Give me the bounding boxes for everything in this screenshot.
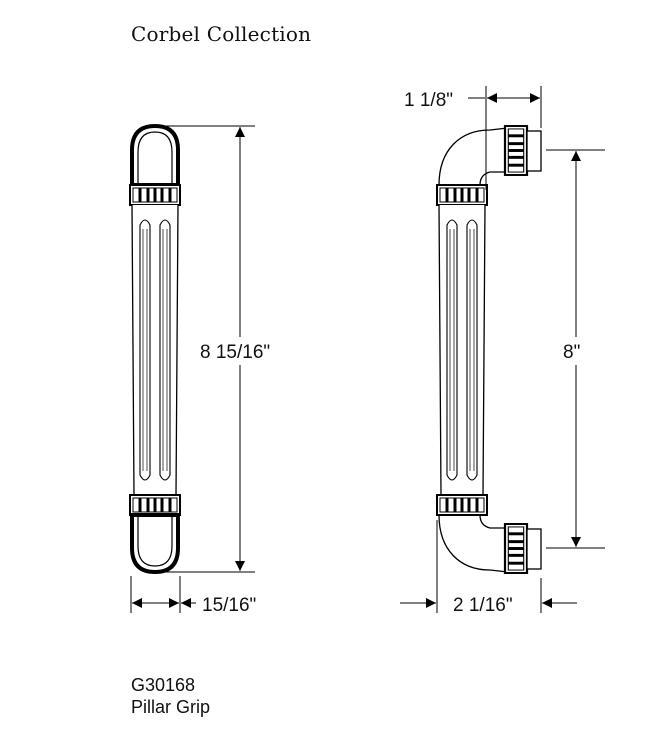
front-view-handle [128, 123, 182, 575]
overall-projection-dimension [400, 520, 577, 613]
side-view-handle [435, 124, 542, 575]
front-height-dimension [158, 125, 292, 573]
top-projection-dimension [468, 86, 542, 190]
overall-projection-label: 2 1/16" [453, 595, 513, 616]
top-projection-label: 1 1/8" [404, 90, 453, 111]
product-info: G30168 Pillar Grip [131, 674, 210, 718]
product-name: Pillar Grip [131, 697, 211, 717]
product-code: G30168 [131, 675, 196, 695]
center-to-center-dimension [546, 149, 605, 549]
front-width-label: 15/16" [202, 595, 256, 616]
page-title: Corbel Collection [131, 22, 312, 46]
front-width-dimension [130, 576, 196, 613]
front-height-label: 8 15/16" [200, 342, 270, 363]
center-to-center-label: 8" [563, 342, 580, 363]
